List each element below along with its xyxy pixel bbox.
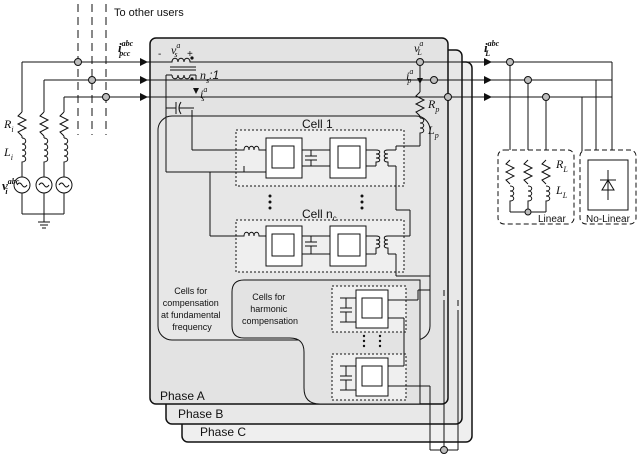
linear-load-label: Linear <box>538 214 566 225</box>
ground-symbol <box>38 221 50 229</box>
phase-return-lines <box>429 300 459 451</box>
i-s-arrow <box>193 88 199 94</box>
ac-source-waves <box>16 172 70 222</box>
harm-cells-label: Cells for harmonic compensation <box>242 292 298 326</box>
nonlinear-load-label: No-Linear <box>586 214 631 225</box>
cell-nc-label: Cell nc <box>302 207 337 223</box>
turns-label: ns:1 <box>200 68 219 85</box>
cell-nc-wiring <box>210 231 396 255</box>
load-bus-lines <box>466 61 613 160</box>
other-users-label: To other users <box>114 7 184 19</box>
rp-lp-branch <box>414 62 426 146</box>
harm-cell-1-bridge <box>355 289 389 329</box>
l-l-label: LL <box>555 183 568 200</box>
cell-1-bridge-right <box>329 137 367 179</box>
transformer-dots <box>190 56 194 81</box>
linear-load-neutral <box>524 208 532 216</box>
phase-c-label: Phase C <box>200 425 246 439</box>
r-l-label: RL <box>555 157 568 174</box>
cell-nc-bridge-left <box>265 225 303 267</box>
harm-cell-2-bridge <box>355 357 389 397</box>
continuation-dots <box>268 194 382 348</box>
l-p-label: Lp <box>427 123 439 140</box>
i-p-arrow <box>417 78 423 84</box>
r-i-label: Ri <box>3 117 14 134</box>
rectifier-diode <box>600 170 616 200</box>
load-nodes <box>416 58 550 101</box>
shunt-capacitor <box>166 101 194 115</box>
cell-1-label: Cell 1 <box>302 117 333 131</box>
source-bus-lines <box>21 61 166 112</box>
l-i-label: Li <box>3 145 13 162</box>
linear-load-elements <box>504 159 552 213</box>
ac-sources <box>13 176 73 194</box>
fund-cells-label: Cells for compensation at fundamental fr… <box>161 286 223 332</box>
other-users-lines <box>77 4 107 135</box>
phase-b-label: Phase B <box>178 407 223 421</box>
cell-1-bridge-left <box>265 137 303 179</box>
phase-a-label: Phase A <box>160 389 205 403</box>
bottom-node <box>440 446 448 454</box>
phase-return-dashes <box>443 290 459 314</box>
harm-cell-wiring <box>340 276 431 391</box>
r-p-label: Rp <box>427 97 439 114</box>
source-impedances <box>16 111 70 172</box>
load-arrows <box>484 58 492 101</box>
cell-nc-box <box>235 219 405 273</box>
v-s-minus: - <box>158 49 161 60</box>
v-s-plus: + <box>187 49 193 60</box>
linear-load-box <box>497 149 575 225</box>
fund-bus-lines <box>165 110 244 236</box>
cell-1-wiring <box>192 145 396 173</box>
cell-output-lines <box>395 145 430 277</box>
bus-nodes <box>74 58 110 101</box>
cell-nc-bridge-right <box>329 225 367 267</box>
bus-arrows <box>140 58 148 101</box>
